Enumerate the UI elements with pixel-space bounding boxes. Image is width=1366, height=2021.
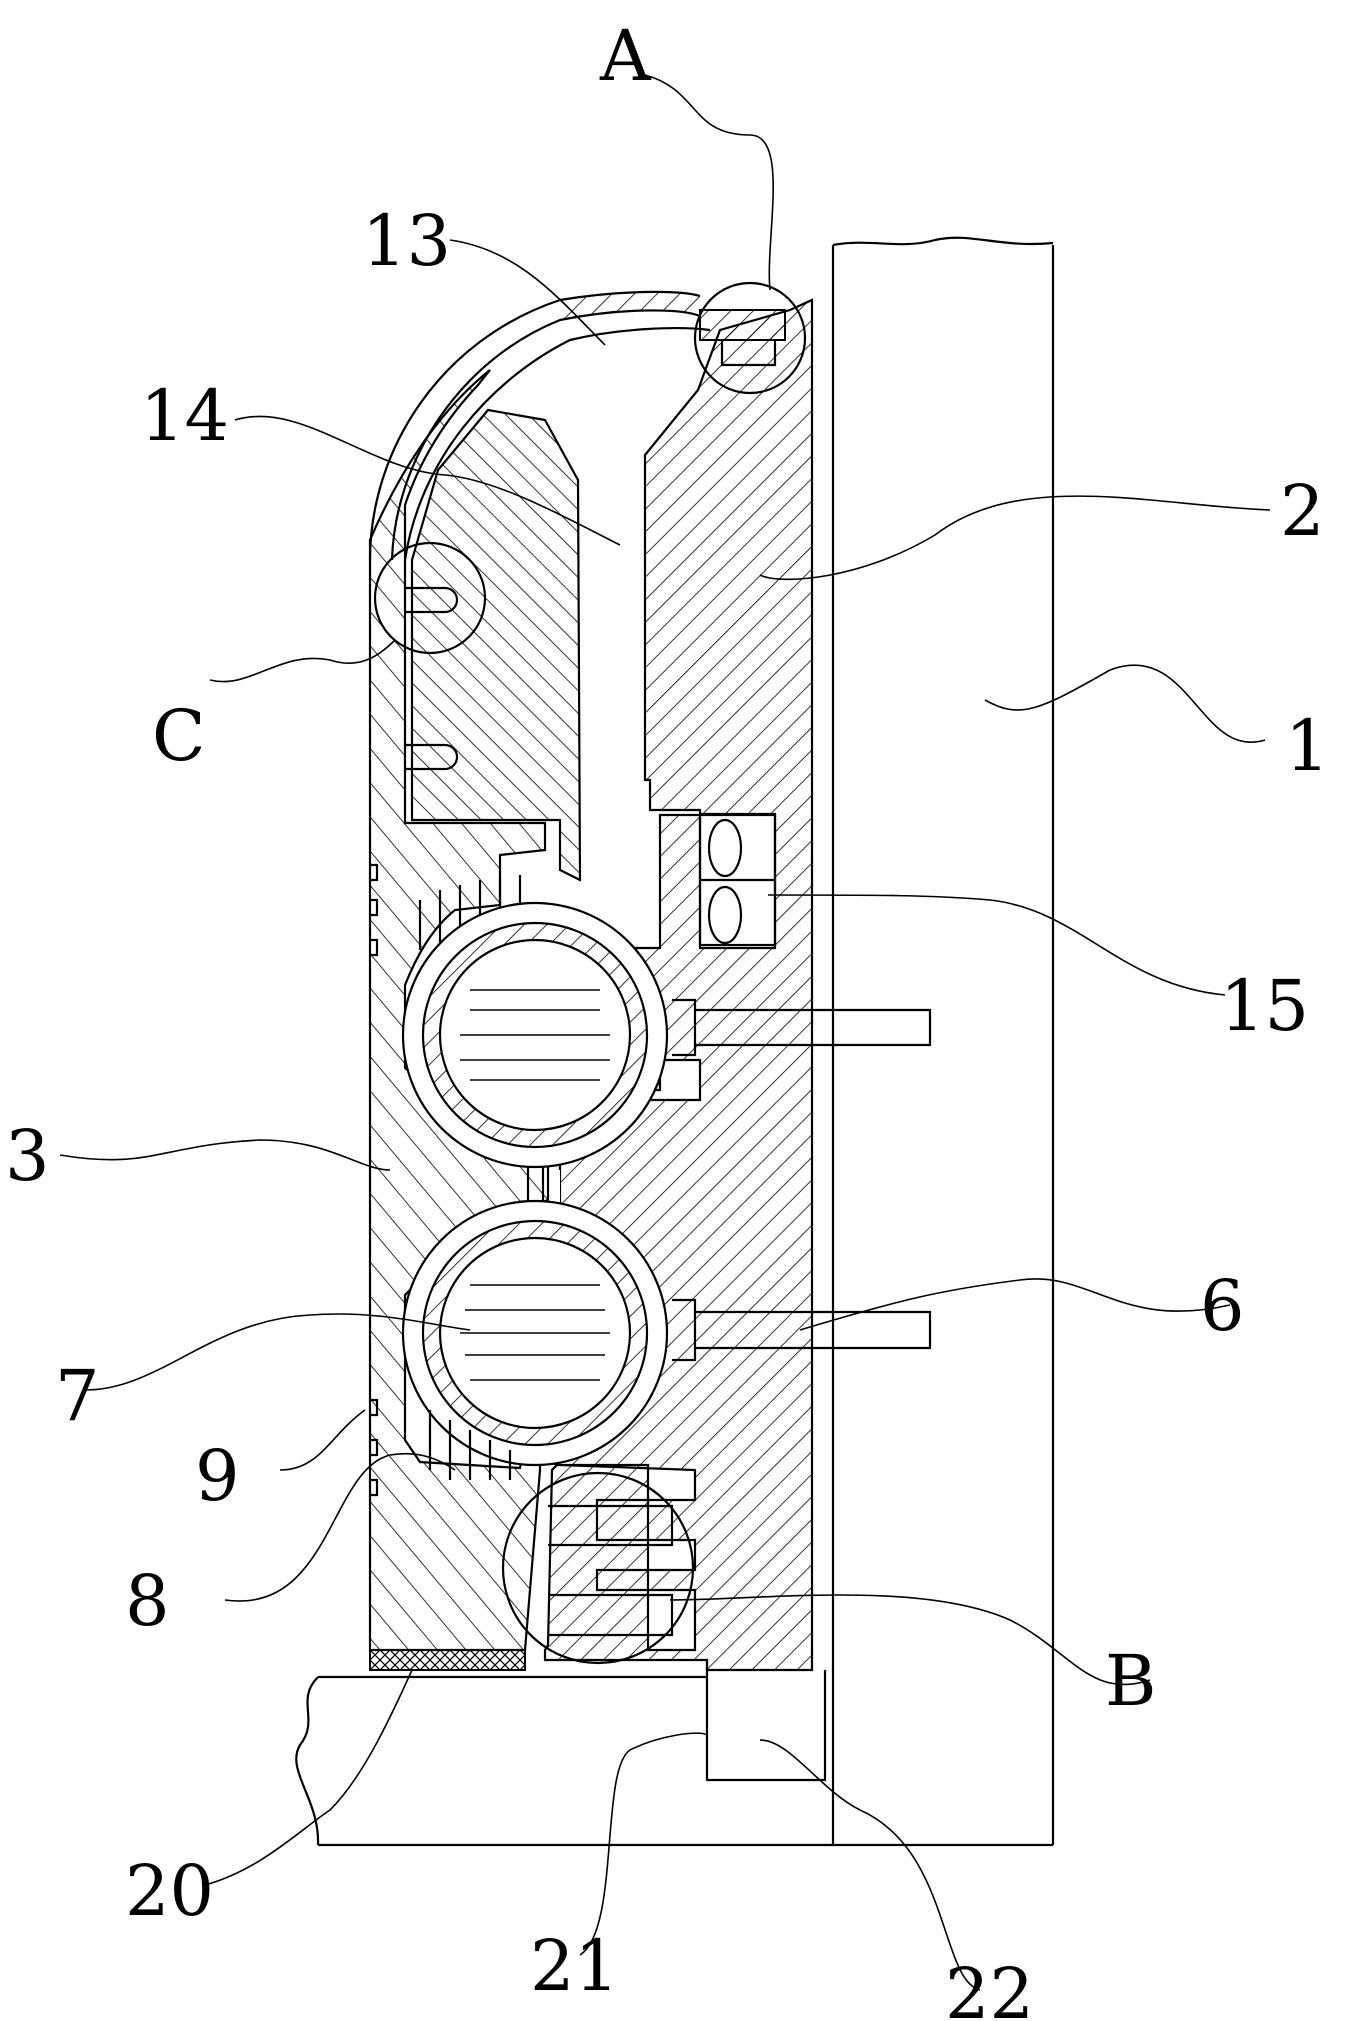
detail-c	[373, 541, 487, 771]
lower-fins	[370, 1398, 512, 1497]
part-1-panel	[831, 236, 1055, 1845]
label-21: 21	[530, 1925, 619, 2007]
leader-lines	[59, 74, 1271, 1991]
detail-a	[693, 281, 807, 395]
labels: A 13 14 2 C 1 15 3 6 7 9 8 B 20 21 22	[5, 15, 1330, 2021]
label-8: 8	[125, 1560, 170, 1642]
label-20: 20	[125, 1850, 214, 1932]
label-15: 15	[1220, 965, 1309, 1047]
label-14: 14	[140, 375, 229, 457]
part-13-cover	[368, 290, 711, 561]
label-3: 3	[5, 1115, 50, 1197]
label-b: B	[1105, 1640, 1156, 1722]
detail-b	[501, 1471, 695, 1665]
upper-tube	[401, 901, 932, 1169]
tube-connector	[526, 1167, 545, 1201]
base-plate	[295, 1675, 1053, 1847]
label-13: 13	[362, 200, 451, 282]
upper-fins	[370, 863, 522, 957]
label-9: 9	[195, 1435, 240, 1517]
fan-15	[698, 813, 777, 947]
part-21-22-foot	[705, 1660, 827, 1782]
label-6: 6	[1200, 1265, 1245, 1347]
label-c: C	[152, 695, 206, 777]
label-22: 22	[945, 1953, 1034, 2021]
label-a: A	[599, 15, 652, 97]
label-1: 1	[1285, 705, 1330, 787]
label-2: 2	[1280, 470, 1325, 552]
lower-tube	[401, 1199, 932, 1467]
label-7: 7	[55, 1355, 100, 1437]
part-20-strip	[369, 1649, 526, 1671]
center-wedge	[410, 408, 582, 882]
